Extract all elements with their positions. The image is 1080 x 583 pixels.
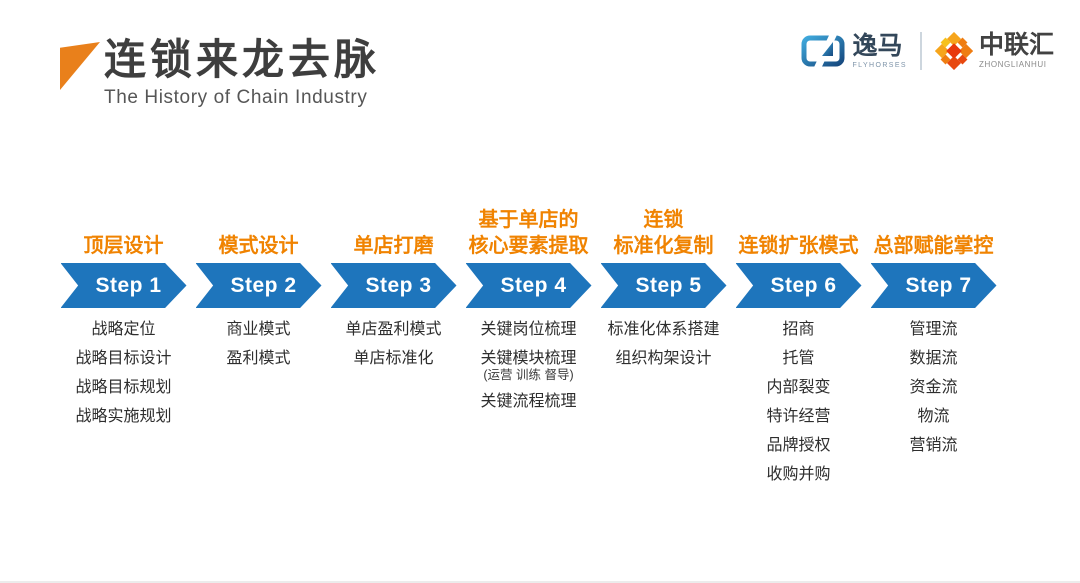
step-item: 商业模式 xyxy=(226,321,291,338)
zhonglianhui-logo-text: 中联汇 ZHONGLIANHUI xyxy=(979,33,1054,69)
step-label: Step 2 xyxy=(230,273,297,297)
logo-divider xyxy=(919,32,922,70)
zhonglianhui-logo-tagline: ZHONGLIANHUI xyxy=(978,60,1047,69)
zhonglianhui-logo-name: 中联汇 xyxy=(978,31,1054,59)
flyhorses-logo: 逸马 FLYHORSES xyxy=(801,31,907,69)
step-item: 单店盈利模式 xyxy=(345,321,442,338)
step-arrow: Step 7 xyxy=(870,263,997,308)
steps-row: 顶层设计 Step 1 战略定位战略目标设计战略目标规划战略实施规划 模式设计 Step… xyxy=(56,203,1001,489)
step-column-2: 模式设计 Step 2 商业模式盈利模式 xyxy=(191,203,326,489)
step-items: 单店盈利模式单店标准化 xyxy=(345,315,441,373)
step-item: 收购并购 xyxy=(766,466,831,483)
step-item: 战略目标设计 xyxy=(75,350,172,367)
step-item: 战略定位 xyxy=(91,321,156,338)
step-items: 战略定位战略目标设计战略目标规划战略实施规划 xyxy=(75,315,171,431)
step-column-3: 单店打磨 Step 3 单店盈利模式单店标准化 xyxy=(326,203,461,489)
step-heading: 顶层设计 xyxy=(84,203,164,259)
step-heading: 模式设计 xyxy=(219,203,299,259)
zhonglianhui-logo-icon xyxy=(934,32,973,70)
step-label: Step 1 xyxy=(95,273,162,297)
step-heading-line: 顶层设计 xyxy=(83,235,164,257)
step-item: 关键岗位梳理 xyxy=(480,321,577,338)
step-label: Step 6 xyxy=(770,273,837,297)
step-item: 数据流 xyxy=(909,350,958,367)
step-column-7: 总部赋能掌控 Step 7 管理流数据流资金流物流营销流 xyxy=(866,203,1001,489)
step-heading: 总部赋能掌控 xyxy=(874,203,994,259)
zhonglianhui-logo: 中联汇 ZHONGLIANHUI xyxy=(934,32,1054,70)
step-item: 物流 xyxy=(917,408,950,425)
step-arrow: Step 6 xyxy=(735,263,862,308)
title-block: 连锁来龙去脉 The History of Chain Industry xyxy=(60,36,380,109)
title-text: 连锁来龙去脉 The History of Chain Industry xyxy=(104,36,380,109)
step-items: 关键岗位梳理关键模块梳理(运营 训练 督导) 关键流程梳理 xyxy=(480,315,576,416)
step-items: 管理流数据流资金流物流营销流 xyxy=(909,315,957,460)
step-item: 资金流 xyxy=(909,379,958,396)
step-label: Step 4 xyxy=(500,273,567,297)
step-item: 品牌授权 xyxy=(766,437,831,454)
step-heading-line: 单店打磨 xyxy=(353,235,434,257)
step-heading-line: 连锁 xyxy=(643,209,684,231)
step-arrow: Step 4 xyxy=(465,263,592,308)
step-heading-line: 模式设计 xyxy=(218,235,299,257)
step-item: 特许经营 xyxy=(766,408,831,425)
step-heading: 连锁标准化复制 xyxy=(614,203,714,259)
step-item: 盈利模式 xyxy=(226,350,291,367)
step-arrow: Step 2 xyxy=(195,263,322,308)
step-arrow: Step 3 xyxy=(330,263,457,308)
step-item: 关键模块梳理 xyxy=(480,350,577,367)
step-arrow: Step 5 xyxy=(600,263,727,308)
step-heading: 单店打磨 xyxy=(354,203,434,259)
step-arrow: Step 1 xyxy=(60,263,187,308)
step-item: 内部裂变 xyxy=(766,379,831,396)
step-heading: 连锁扩张模式 xyxy=(739,203,859,259)
step-item: 托管 xyxy=(782,350,815,367)
flyhorses-logo-icon xyxy=(801,34,844,68)
step-items: 商业模式盈利模式 xyxy=(226,315,290,373)
page-subtitle: The History of Chain Industry xyxy=(104,87,368,109)
step-column-5: 连锁标准化复制 Step 5 标准化体系搭建组织构架设计 xyxy=(596,203,731,489)
step-label: Step 3 xyxy=(365,273,432,297)
step-item: 管理流 xyxy=(909,321,958,338)
step-item: 标准化体系搭建 xyxy=(607,321,720,338)
step-item: 战略实施规划 xyxy=(75,408,172,425)
title-accent-triangle-icon xyxy=(60,42,100,90)
step-column-6: 连锁扩张模式 Step 6 招商托管内部裂变特许经营品牌授权收购并购 xyxy=(731,203,866,489)
step-heading-line: 标准化复制 xyxy=(613,235,714,257)
page-title: 连锁来龙去脉 xyxy=(104,36,381,83)
step-item: 营销流 xyxy=(909,437,958,454)
step-item: 单店标准化 xyxy=(353,350,434,367)
step-item: 战略目标规划 xyxy=(75,379,172,396)
step-item: 招商 xyxy=(782,321,815,338)
step-heading-line: 核心要素提取 xyxy=(468,235,589,257)
flyhorses-logo-tagline: FLYHORSES xyxy=(852,61,907,69)
step-column-1: 顶层设计 Step 1 战略定位战略目标设计战略目标规划战略实施规划 xyxy=(56,203,191,489)
step-item-note: (运营 训练 督导) xyxy=(483,368,574,382)
step-heading-line: 总部赋能掌控 xyxy=(873,235,994,257)
flyhorses-logo-text: 逸马 FLYHORSES xyxy=(852,31,907,69)
step-heading: 基于单店的核心要素提取 xyxy=(469,203,589,259)
step-item: 关键流程梳理 xyxy=(480,393,577,410)
step-items: 招商托管内部裂变特许经营品牌授权收购并购 xyxy=(766,315,830,489)
step-heading-line: 连锁扩张模式 xyxy=(738,235,859,257)
logo-bar: 逸马 FLYHORSES 中联汇 xyxy=(801,28,1054,74)
step-items: 标准化体系搭建组织构架设计 xyxy=(607,315,719,373)
step-heading-line: 基于单店的 xyxy=(478,209,579,231)
step-item: 组织构架设计 xyxy=(615,350,712,367)
flyhorses-logo-name: 逸马 xyxy=(852,31,903,60)
step-label: Step 5 xyxy=(635,273,702,297)
step-label: Step 7 xyxy=(905,273,972,297)
